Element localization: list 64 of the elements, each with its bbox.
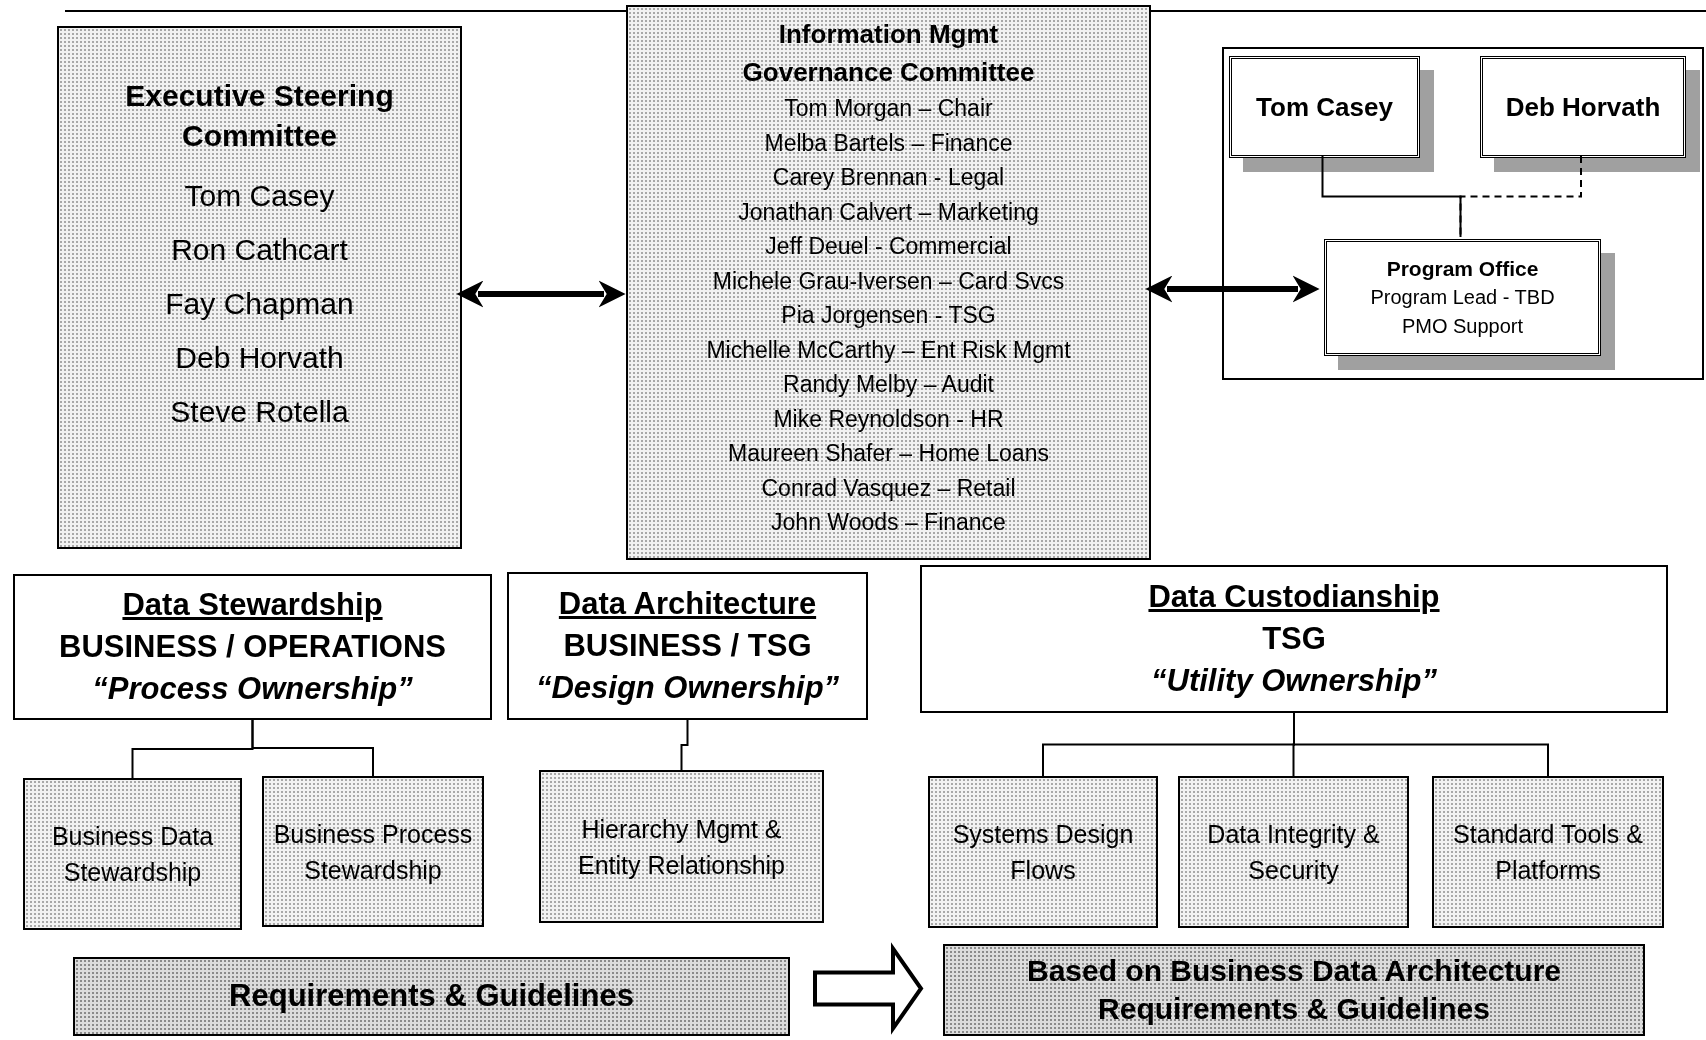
label-text: Business Data Stewardship — [50, 821, 215, 888]
label-text: “Process Ownership” — [92, 670, 413, 708]
banner-box — [943, 944, 1645, 1036]
member-name: Steve Rotella — [170, 394, 349, 430]
unit-box — [1432, 776, 1664, 928]
connector-line — [1321, 155, 1462, 238]
connector-line — [251, 719, 374, 777]
label-text: “Design Ownership” — [535, 669, 840, 707]
banner-box — [73, 957, 790, 1036]
connector-line — [680, 719, 689, 771]
label-text: Tom Casey — [1256, 90, 1393, 124]
member-name: Conrad Vasquez – Retail — [761, 473, 1016, 503]
double-arrow — [1145, 275, 1320, 303]
unit-box — [928, 776, 1158, 928]
unit-box — [539, 770, 824, 923]
label-text: Data Integrity & Security — [1206, 819, 1381, 886]
heading-text: Executive Steering Committee — [124, 78, 395, 154]
heading-text: Data Custodianship — [1148, 578, 1440, 616]
committee-box — [57, 26, 462, 549]
member-name: Michelle McCarthy – Ent Risk Mgmt — [706, 335, 1071, 365]
label-text: Based on Business Data Architecture Requirements & Guidelines — [1025, 953, 1563, 1027]
label-text: BUSINESS / TSG — [563, 627, 812, 665]
member-name: Tom Morgan – Chair — [784, 94, 993, 123]
label-text: PMO Support — [1401, 314, 1524, 339]
member-name: Ron Cathcart — [171, 232, 348, 268]
connector-line — [1293, 712, 1549, 777]
member-name: Melba Bartels – Finance — [764, 128, 1013, 158]
member-name: Deb Horvath — [175, 340, 344, 376]
member-name: Randy Melby – Audit — [783, 370, 994, 399]
unit-box — [262, 776, 484, 927]
member-name: Jonathan Calvert – Marketing — [738, 197, 1039, 227]
label-text: Requirements & Guidelines — [229, 977, 634, 1016]
heading-text: Information Mgmt Governance Committee — [741, 18, 1036, 89]
member-name: Fay Chapman — [165, 286, 354, 322]
function-box — [507, 572, 868, 720]
label-text: Deb Horvath — [1505, 90, 1661, 124]
block-arrow — [813, 942, 924, 1035]
heading-text: Program Office — [1386, 256, 1539, 282]
double-arrow — [456, 280, 626, 308]
member-name: Tom Casey — [184, 178, 335, 214]
unit-box — [23, 778, 242, 930]
member-name: John Woods – Finance — [771, 508, 1006, 537]
group-frame — [1222, 47, 1704, 380]
member-name: Maureen Shafer – Home Loans — [728, 439, 1049, 468]
committee-box — [626, 5, 1151, 560]
label-text: Systems Design Flows — [951, 819, 1135, 886]
heading-text: Data Stewardship — [122, 586, 383, 624]
label-text: TSG — [1262, 620, 1326, 658]
label-text: Business Process Stewardship — [272, 818, 474, 886]
member-name: Michele Grau-Iversen – Card Svcs — [712, 266, 1065, 296]
label-text: BUSINESS / OPERATIONS — [59, 628, 446, 666]
member-name: Jeff Deuel - Commercial — [765, 232, 1012, 261]
label-text: “Utility Ownership” — [1151, 662, 1437, 700]
label-text: Hierarchy Mgmt & Entity Relationship — [576, 813, 787, 881]
function-box — [920, 565, 1668, 713]
label-text: Program Lead - TBD — [1370, 285, 1555, 310]
unit-box — [1178, 776, 1409, 928]
label-text: Standard Tools & Platforms — [1452, 819, 1644, 886]
member-name: Mike Reynoldson - HR — [773, 404, 1004, 434]
heading-text: Data Architecture — [558, 585, 817, 623]
member-name: Carey Brennan - Legal — [772, 163, 1005, 192]
connector-line — [1459, 155, 1582, 238]
member-name: Pia Jorgensen - TSG — [781, 301, 996, 330]
function-box — [13, 574, 492, 720]
